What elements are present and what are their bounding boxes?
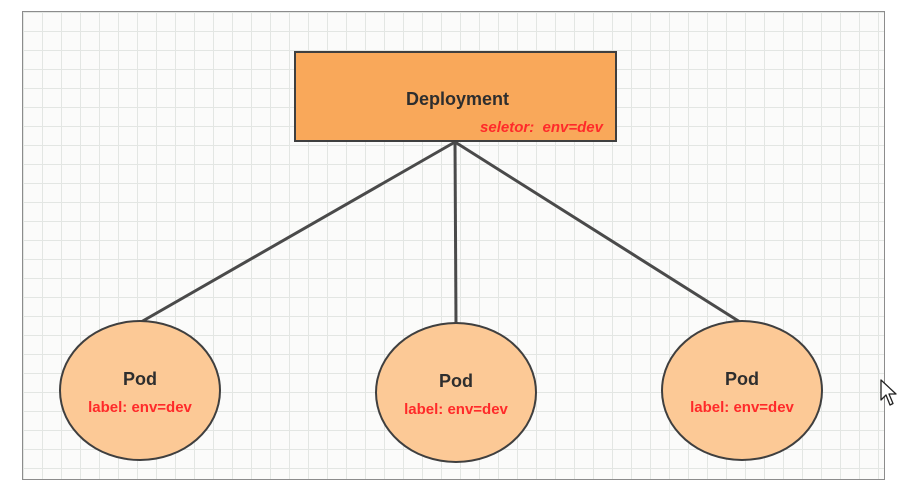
pod-label: label: env=dev bbox=[690, 399, 794, 416]
deployment-node: Deployment seletor: env=dev bbox=[294, 51, 617, 142]
connector-line-left bbox=[140, 140, 456, 324]
pod-node-right: Pod label: env=dev bbox=[661, 320, 823, 461]
pod-label: label: env=dev bbox=[404, 401, 508, 418]
pod-label: label: env=dev bbox=[88, 399, 192, 416]
mouse-pointer-icon bbox=[880, 379, 897, 406]
deployment-title: Deployment bbox=[405, 89, 510, 109]
pod-title: Pod bbox=[725, 369, 759, 389]
pod-node-left: Pod label: env=dev bbox=[59, 320, 221, 461]
connector-line-right bbox=[454, 140, 741, 324]
connector-line-middle bbox=[453, 141, 458, 325]
deployment-selector: seletor: env=dev bbox=[480, 119, 603, 136]
pod-node-middle: Pod label: env=dev bbox=[375, 322, 537, 463]
pod-title: Pod bbox=[123, 369, 157, 389]
pod-title: Pod bbox=[439, 371, 473, 391]
